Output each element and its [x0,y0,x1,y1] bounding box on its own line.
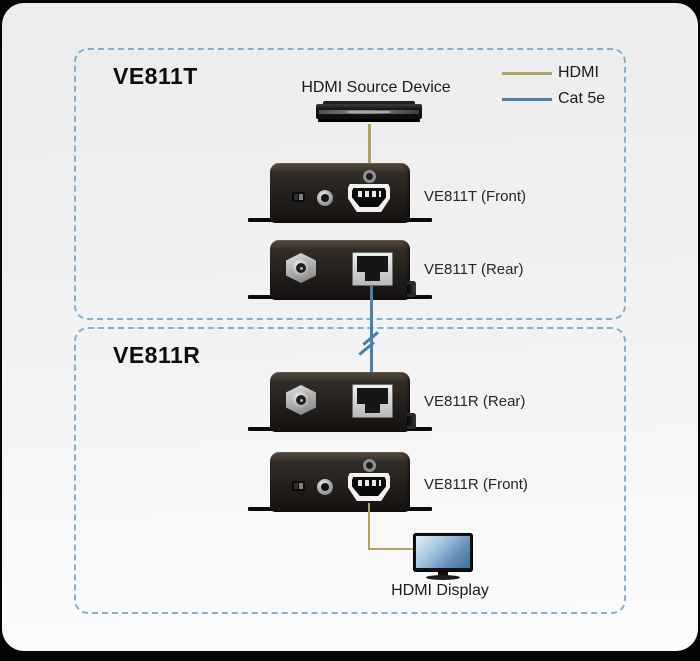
legend-cat5e-label: Cat 5e [558,90,606,107]
switch-segment [294,194,298,200]
ve811t-front-label: VE811T (Front) [424,188,526,205]
source-device-label: HDMI Source Device [301,79,451,96]
connector-pin [299,398,303,402]
device-body [270,452,410,512]
connector-ring [291,258,311,278]
ve811r-front-device [248,452,432,512]
legend-hdmi-line-icon [502,72,552,75]
connector-hole [296,395,306,405]
section-title-ve811r: VE811R [113,342,201,368]
mode-switch-icon [292,481,305,491]
hdmi-display-label: HDMI Display [391,582,489,599]
connector-pin [299,266,303,270]
jack-hole [321,194,329,202]
connector-ring [291,390,311,410]
section-title-ve811t: VE811T [113,63,198,89]
hdmi-port-icon [348,184,390,212]
mode-switch-icon [292,192,305,202]
device-body [270,372,416,432]
ve811r-front-label: VE811R (Front) [424,476,528,493]
side-knob-icon [407,413,416,429]
power-connector-icon [286,385,316,415]
hdmi-cable-display-vline [367,503,370,550]
switch-segment [299,194,303,200]
hdmi-cable-source-line [368,124,371,164]
ve811r-rear-label: VE811R (Rear) [424,393,526,410]
rj45-opening [357,256,388,272]
connector-hole [296,263,306,273]
rj45-opening [357,388,388,404]
power-connector-icon [286,253,316,283]
section-box-ve811t [74,48,626,320]
ir-jack-icon [317,479,333,495]
hdmi-cable-display-hline [367,547,416,550]
device-body [270,163,410,223]
monitor-base [426,575,460,580]
status-led-icon [363,170,376,183]
monitor-screen [416,536,470,568]
dvd-player-image [316,101,422,124]
switch-segment [294,483,298,489]
hdmi-port-icon [348,473,390,501]
rj45-port-icon [352,252,393,286]
ve811r-rear-device [248,372,432,432]
rj45-tab [365,403,380,413]
jack-hole [321,483,329,491]
device-body [270,240,416,300]
ve811t-rear-label: VE811T (Rear) [424,261,524,278]
hdmi-port-pins [358,191,381,197]
ir-jack-icon [317,190,333,206]
legend-cat5e-line-icon [502,98,552,101]
hdmi-port-pins [358,480,381,486]
dvd-player-top [323,101,415,106]
legend-hdmi-label: HDMI [558,64,599,81]
switch-segment [299,483,303,489]
dvd-player-tray [348,111,390,113]
dvd-player-base [318,119,420,122]
side-knob-icon [407,281,416,297]
status-led-icon [363,459,376,472]
monitor-neck [438,572,448,576]
rj45-port-icon [352,384,393,418]
ve811t-front-device [248,163,432,223]
rj45-tab [365,271,380,281]
section-box-ve811r [74,327,626,614]
ve811t-rear-device [248,240,432,300]
hdmi-display-image [413,533,473,580]
